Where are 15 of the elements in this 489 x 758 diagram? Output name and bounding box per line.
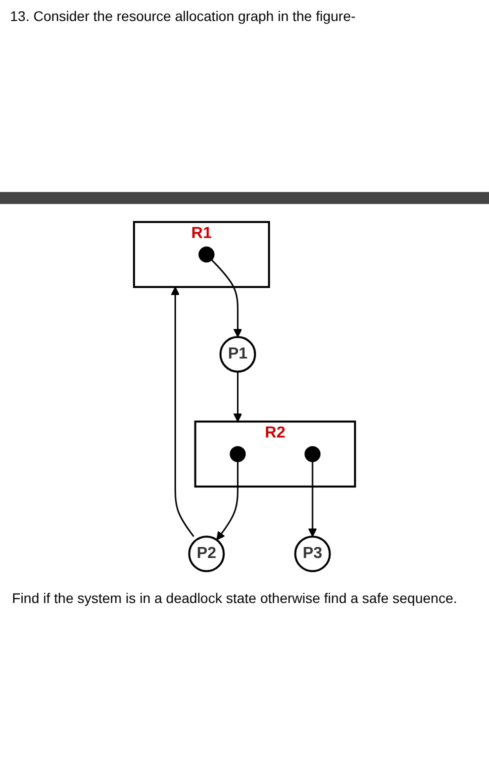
cluster: R1	[132, 221, 270, 288]
arrow	[308, 462, 317, 537]
caption: Find if the system is in a deadlock state otherwise find a safe sequence.	[11, 589, 458, 608]
node-circle	[230, 446, 246, 462]
arrow	[211, 259, 242, 338]
arrow	[170, 286, 194, 538]
arrow	[216, 462, 238, 540]
node-circle	[304, 446, 321, 462]
node-circle	[198, 246, 214, 262]
arrow	[233, 372, 242, 422]
title: 13. Consider the resource allocation graph in the figure-	[9, 7, 357, 26]
node-circle: P2	[188, 536, 225, 572]
node-circle: P3	[294, 536, 331, 572]
cluster: R2	[194, 420, 356, 488]
node-circle: P1	[219, 336, 256, 373]
